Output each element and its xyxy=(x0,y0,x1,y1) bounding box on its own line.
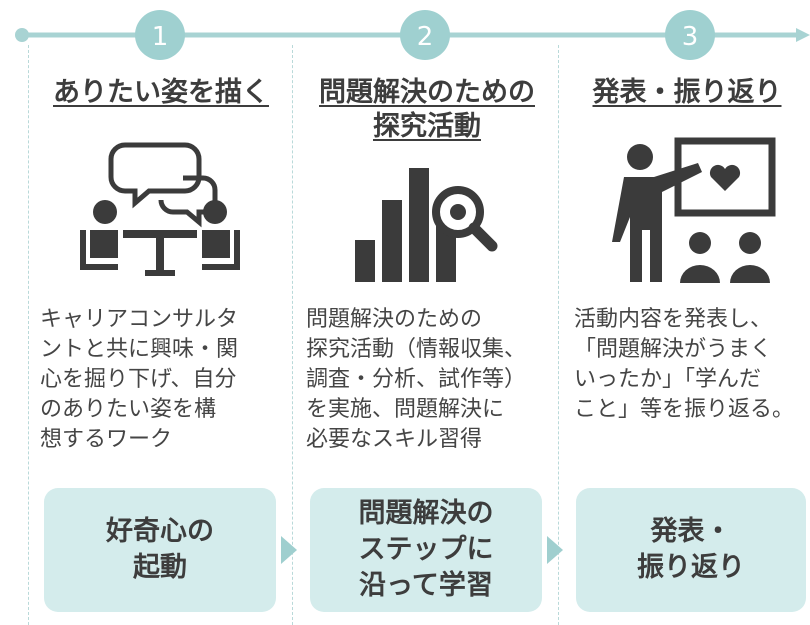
step-2-title-line: 探究活動 xyxy=(373,111,481,142)
description-line: 「問題解決がうまく xyxy=(574,337,773,362)
step-2-title: 問題解決のための 探究活動 xyxy=(296,76,558,144)
step-2-number: 2 xyxy=(417,22,434,52)
presentation-icon xyxy=(612,137,776,283)
step-2-description: 問題解決のための 探究活動（情報収集、 調査・分析、試作等） を実施、問題解決に… xyxy=(306,305,526,455)
step-3-number: 3 xyxy=(682,22,699,52)
timeline-arrowhead xyxy=(796,28,810,42)
box-line: 好奇心の xyxy=(106,516,214,547)
flow-arrow-icon xyxy=(281,536,297,564)
step-1-title-line: ありたい姿を描く xyxy=(53,77,269,108)
consultation-icon xyxy=(80,142,240,276)
step-3-title: 発表・振り返り xyxy=(564,76,810,110)
box-line: ステップに xyxy=(358,534,494,565)
description-line: いったか」「学んだ xyxy=(574,367,762,392)
step-3-outcome-box: 発表・ 振り返り xyxy=(576,488,806,612)
description-line: ントと共に興味・関 xyxy=(40,337,239,362)
box-line: 沿って学習 xyxy=(359,570,493,601)
step-1-title: ありたい姿を描く xyxy=(36,76,286,110)
description-line: 問題解決のための xyxy=(306,307,483,332)
description-line: 探究活動（情報収集、 xyxy=(306,337,527,362)
step-1-description: キャリアコンサルタ ントと共に興味・関 心を掘り下げ、自分 のありたい姿を構 想… xyxy=(40,305,238,455)
description-line: を実施、問題解決に xyxy=(306,397,505,422)
description-line: 調査・分析、試作等） xyxy=(306,367,527,392)
step-2-title-line: 問題解決のための xyxy=(319,77,535,108)
step-1-outcome-box: 好奇心の 起動 xyxy=(44,488,276,612)
description-line: 活動内容を発表し、 xyxy=(574,307,773,332)
box-line: 起動 xyxy=(133,552,187,583)
description-line: のありたい姿を構 xyxy=(40,397,217,422)
step-3-description: 活動内容を発表し、 「問題解決がうまく いったか」「学んだ こと」等を振り返る。 xyxy=(574,305,794,425)
divider-line xyxy=(558,45,559,625)
description-line: 必要なスキル習得 xyxy=(306,427,483,452)
box-line: 発表・ xyxy=(650,516,732,547)
step-2-outcome-box: 問題解決の ステップに 沿って学習 xyxy=(310,488,542,612)
flow-arrow-icon xyxy=(547,536,563,564)
box-line: 振り返り xyxy=(637,552,745,583)
bar-chart-search-icon xyxy=(355,168,498,282)
step-3-circle xyxy=(665,10,715,60)
step-1-number: 1 xyxy=(152,22,169,52)
timeline: 1 2 3 xyxy=(15,10,810,60)
step-3-title-line: 発表・振り返り xyxy=(592,77,782,108)
description-line: こと」等を振り返る。 xyxy=(574,397,795,422)
divider-line xyxy=(28,45,29,625)
step-1-circle xyxy=(135,10,185,60)
description-line: 心を掘り下げ、自分 xyxy=(40,367,237,392)
step-2-circle xyxy=(400,10,450,60)
timeline-start-dot xyxy=(15,28,29,42)
description-line: キャリアコンサルタ xyxy=(40,307,239,332)
description-line: 想するワーク xyxy=(40,427,173,452)
divider-line xyxy=(292,45,293,625)
box-line: 問題解決の xyxy=(358,498,494,529)
